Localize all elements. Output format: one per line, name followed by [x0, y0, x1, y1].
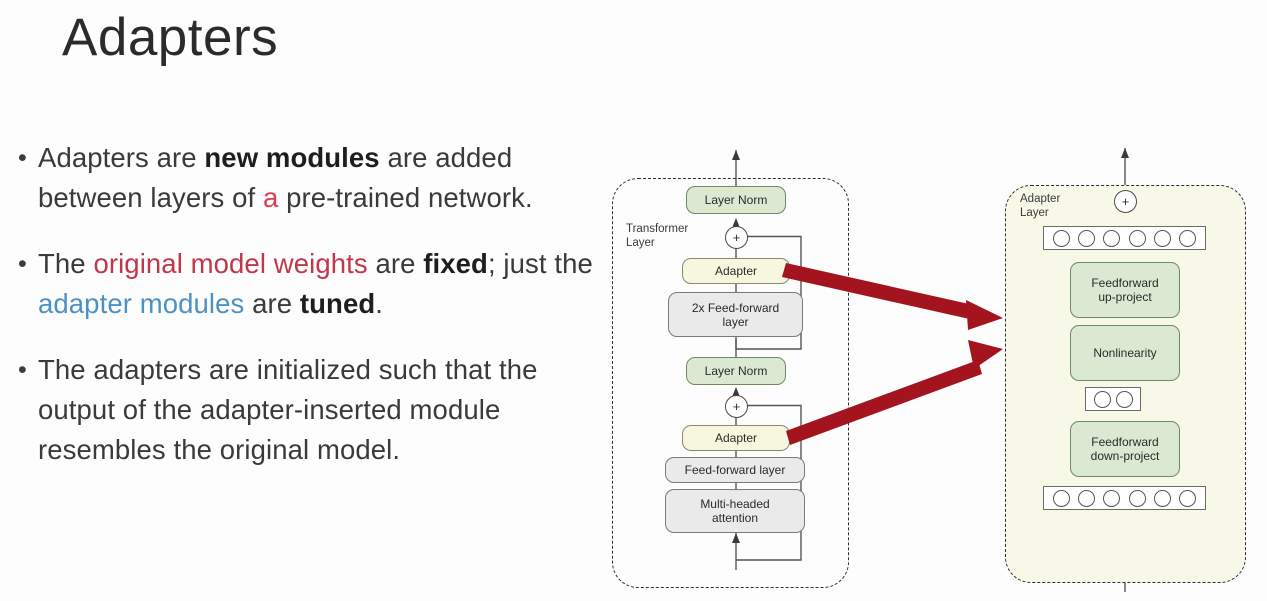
bullet-segment: ; just the: [487, 248, 593, 279]
neuron-circle-icon: [1153, 489, 1171, 507]
node-nonlinearity: Nonlinearity: [1070, 325, 1180, 381]
bullet-segment: are: [367, 248, 424, 279]
bullet-text-2: The original model weights are fixed; ju…: [38, 244, 594, 324]
bullet-segment: pre-trained network.: [278, 182, 533, 213]
neuron-circle-icon: [1078, 229, 1096, 247]
plus-icon-top: +: [725, 226, 748, 249]
node-2x-feed-forward: 2x Feed-forward layer: [668, 292, 803, 337]
bullet-segment: .: [375, 288, 383, 319]
node-feedforward-up-project: Feedforward up-project: [1070, 262, 1180, 318]
neuron-circle-icon: [1178, 489, 1196, 507]
neuron-circle-icon: [1178, 229, 1196, 247]
neuron-circle-icon: [1128, 229, 1146, 247]
page-title: Adapters: [62, 8, 279, 67]
neuron-circle-icon: [1128, 489, 1146, 507]
bullet-segment: tuned: [299, 288, 376, 319]
bullet-marker: •: [18, 356, 27, 384]
node-feedforward-down-project: Feedforward down-project: [1070, 421, 1180, 477]
node-layer-norm-top: Layer Norm: [686, 186, 786, 214]
neuron-circle-icon: [1078, 489, 1096, 507]
node-layer-norm-bottom: Layer Norm: [686, 357, 786, 385]
bullet-segment: fixed: [423, 248, 488, 279]
bullet-segment: adapter modules: [38, 288, 245, 319]
bullet-list: • Adapters are new modules are added bet…: [14, 138, 594, 496]
bullet-text-3: The adapters are initialized such that t…: [38, 350, 594, 470]
neuron-circle-icon: [1115, 390, 1133, 408]
node-multi-headed-attention: Multi-headed attention: [665, 489, 805, 533]
neuron-circle-icon: [1153, 229, 1171, 247]
bullet-segment: The: [38, 248, 94, 279]
neuron-circle-icon: [1103, 229, 1121, 247]
node-adapter-top: Adapter: [682, 258, 790, 284]
list-item: • The original model weights are fixed; …: [14, 244, 594, 324]
bullet-marker: •: [18, 250, 27, 278]
list-item: • Adapters are new modules are added bet…: [14, 138, 594, 218]
adapter-layer-region: [1005, 185, 1246, 583]
list-item: • The adapters are initialized such that…: [14, 350, 594, 470]
bullet-segment: are: [244, 288, 300, 319]
neuron-row-top: [1043, 226, 1206, 250]
bullet-segment: The adapters are initialized such that t…: [38, 354, 538, 465]
plus-icon-adapter: +: [1114, 190, 1137, 213]
bullet-segment: new modules: [204, 142, 380, 173]
transformer-layer-label: Transformer Layer: [626, 223, 689, 249]
bullet-segment: original model weights: [93, 248, 368, 279]
neuron-circle-icon: [1093, 390, 1111, 408]
neuron-row-bottom: [1043, 486, 1206, 510]
neuron-circle-icon: [1053, 229, 1071, 247]
architecture-diagram: Transformer Layer Adapter Layer Layer No…: [600, 140, 1260, 600]
adapter-layer-label: Adapter Layer: [1020, 193, 1061, 219]
bullet-marker: •: [18, 144, 27, 172]
bullet-text-1: Adapters are new modules are added betwe…: [38, 138, 594, 218]
bullet-segment: a: [262, 182, 279, 213]
bullet-segment: Adapters are: [38, 142, 205, 173]
neuron-circle-icon: [1103, 489, 1121, 507]
neuron-circle-icon: [1053, 489, 1071, 507]
bullet-segment: are added between layers of: [38, 142, 513, 213]
plus-icon-bottom: +: [725, 395, 748, 418]
node-adapter-bottom: Adapter: [682, 425, 790, 451]
neuron-row-middle: [1085, 387, 1141, 411]
node-feed-forward-layer: Feed-forward layer: [665, 457, 805, 483]
